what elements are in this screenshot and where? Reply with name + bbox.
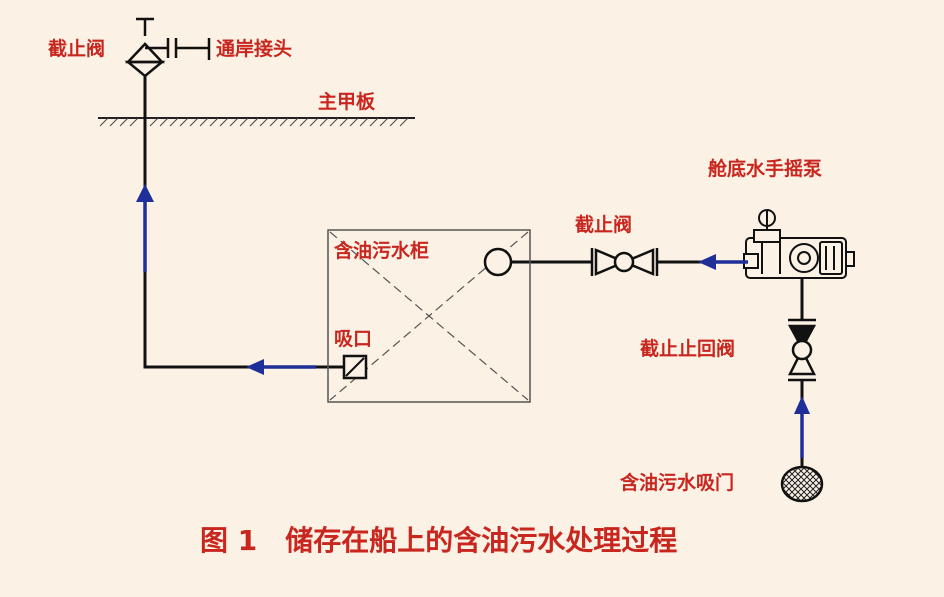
suction-strainer-label: 含油污水吸门 [620, 472, 735, 494]
caption-number: 图 1 [200, 524, 258, 557]
shore-connection-label: 通岸接头 [216, 38, 293, 60]
pipes [143, 76, 804, 466]
stop-valve-label: 截止阀 [575, 214, 633, 236]
discharge-pipe [143, 76, 344, 369]
oily-water-tank-label: 含油污水柜 [334, 240, 430, 262]
flow-arrow-suction-line [246, 359, 316, 375]
stop-check-valve-icon [787, 318, 817, 382]
stop-check-valve-label: 截止止回阀 [640, 338, 736, 360]
flow-arrow-deck-riser [136, 184, 154, 272]
flow-arrow-strainer-riser [794, 396, 810, 458]
bilge-hand-pump-label: 舱底水手摇泵 [708, 158, 823, 180]
flow-arrows [136, 184, 810, 458]
caption-title: 储存在船上的含油污水处理过程 [285, 524, 678, 557]
suction-port-label: 吸口 [334, 328, 373, 350]
main-deck-label: 主甲板 [318, 91, 376, 113]
top-stop-valve-label: 截止阀 [48, 38, 106, 60]
bilge-hand-pump-icon [743, 209, 855, 279]
shore-connection-icon [174, 38, 211, 60]
stop-valve-icon [590, 248, 659, 276]
top-stop-valve-icon [124, 17, 170, 78]
flow-arrow-pump-outlet [698, 254, 748, 270]
suction-port-icon [342, 354, 368, 380]
suction-strainer-icon [780, 465, 824, 503]
main-deck [98, 117, 415, 127]
figure-caption: 图 1 储存在船上的含油污水处理过程 [200, 527, 677, 555]
